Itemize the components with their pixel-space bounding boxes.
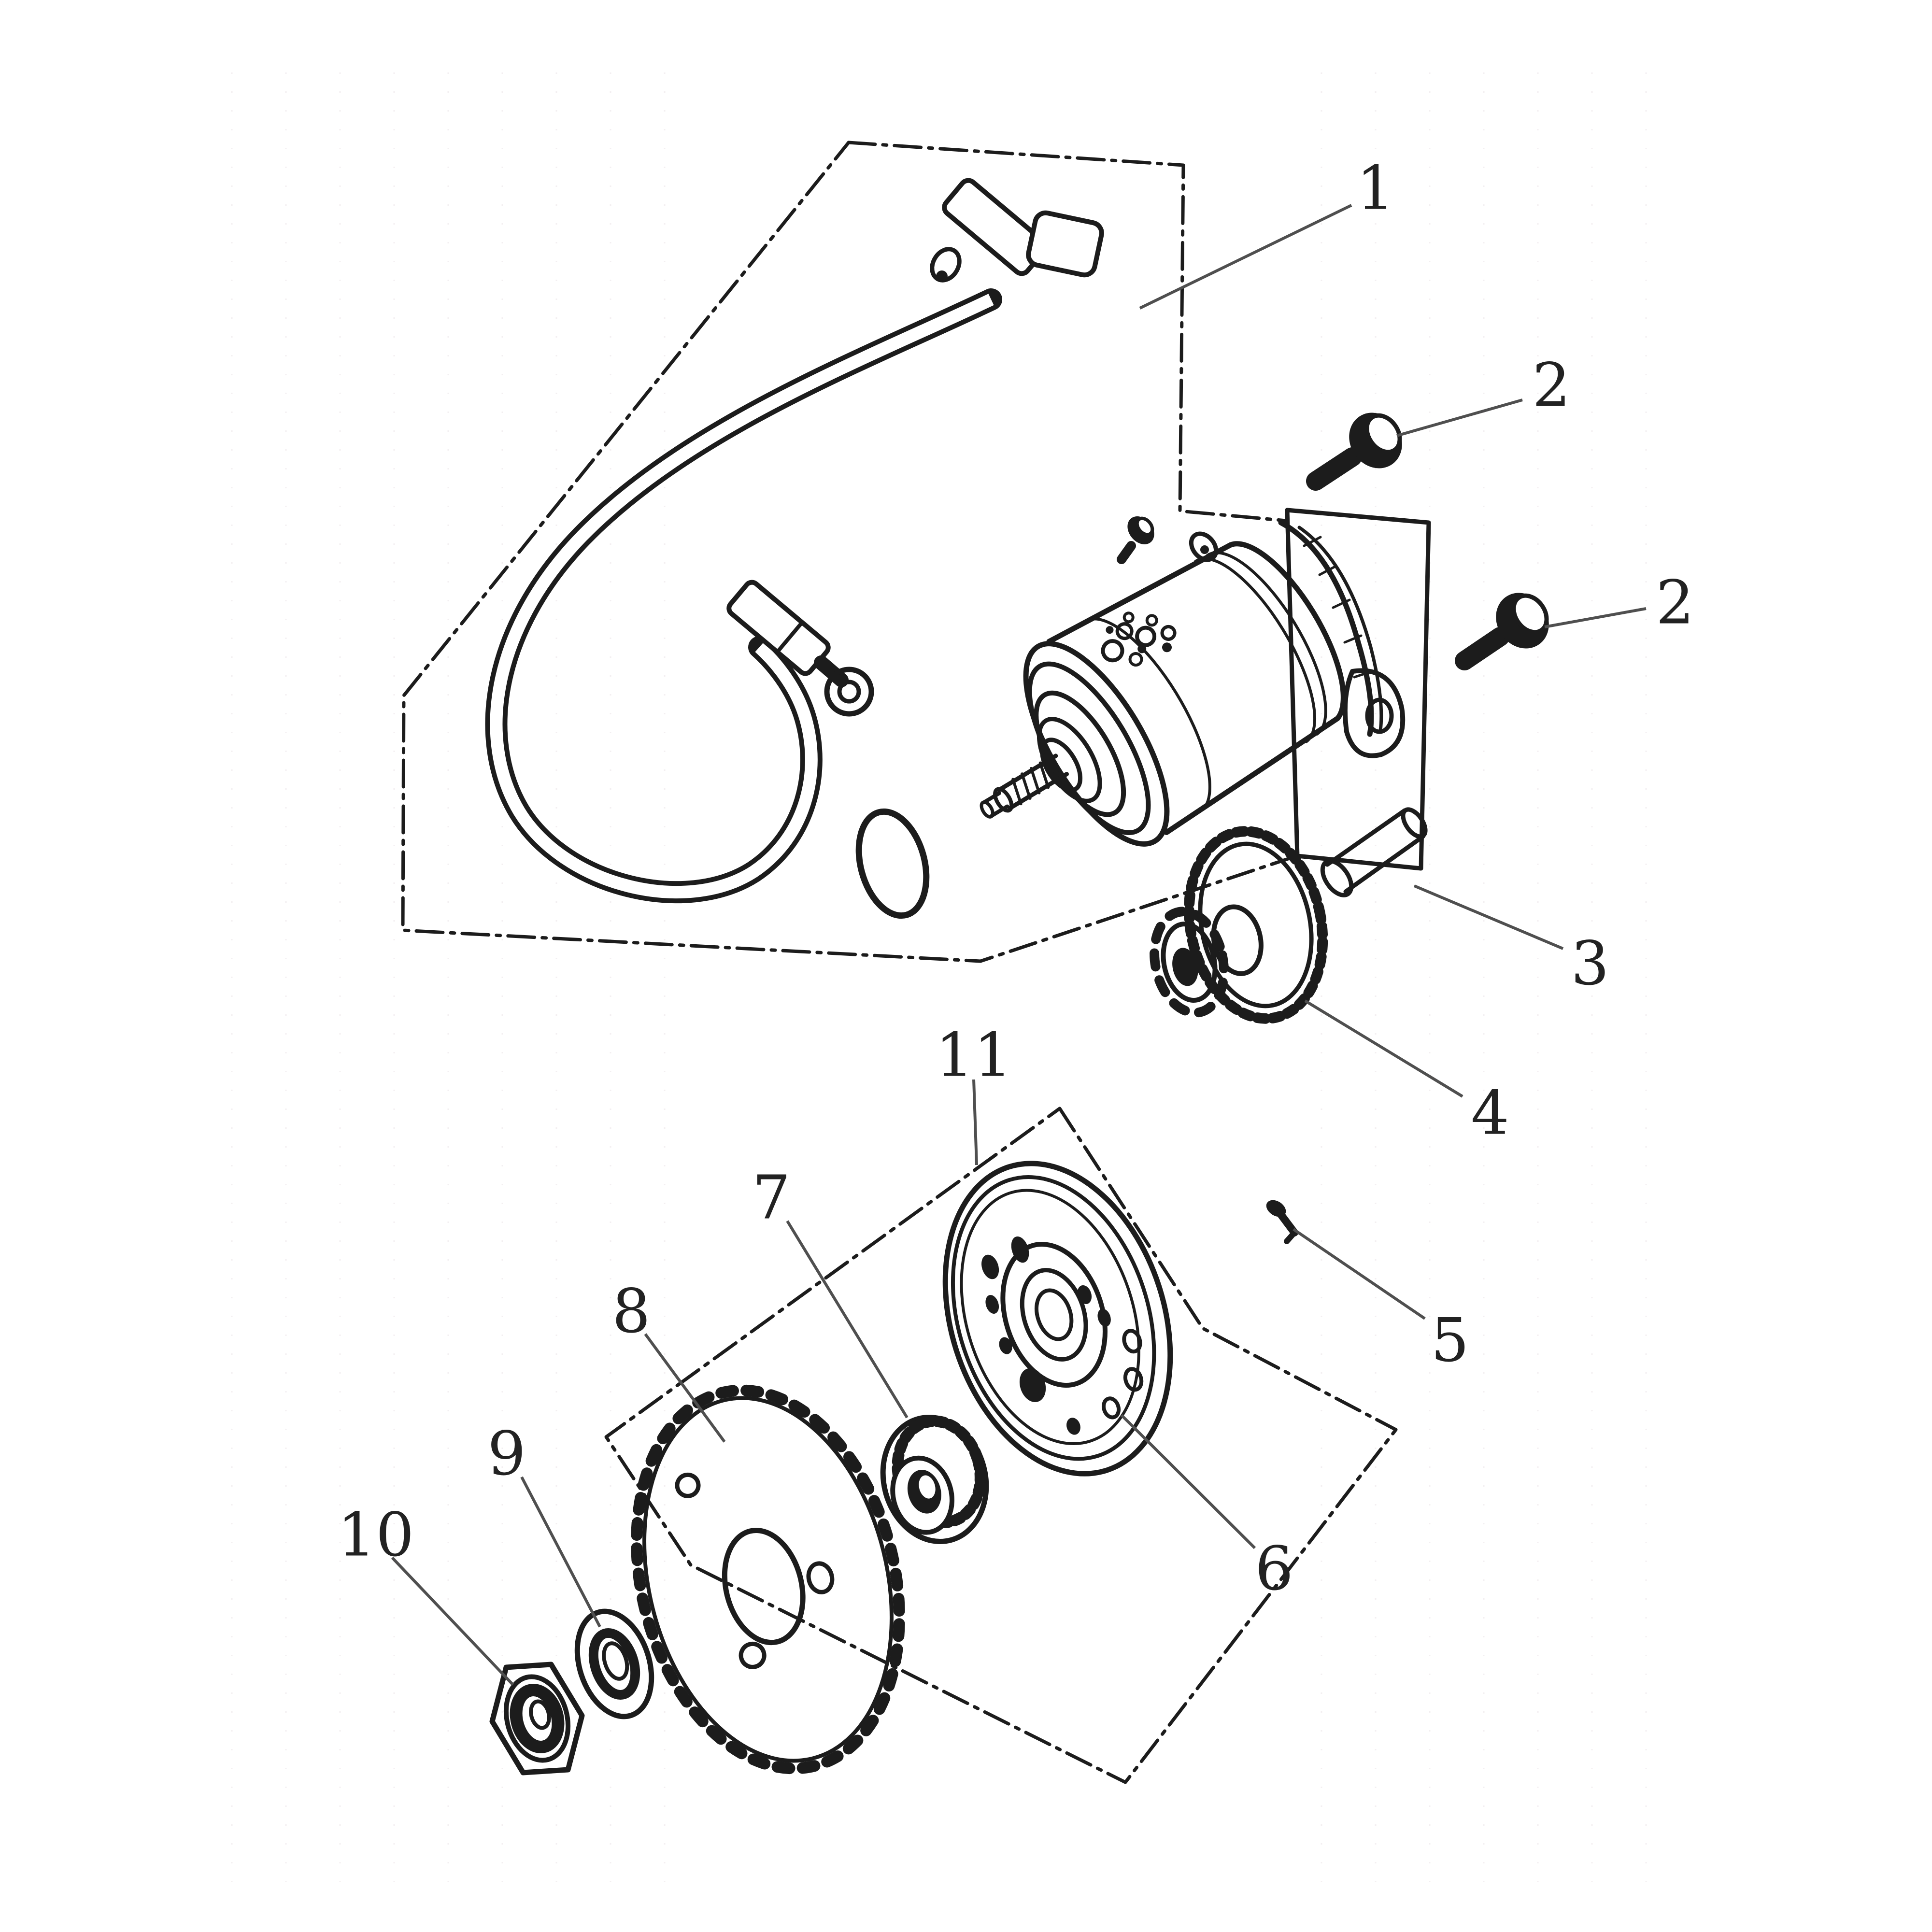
callout-labels: 1 2 2 3 4 5 6 7 8 9 10 11 [337, 154, 1694, 1604]
callout-4: 4 [1471, 1079, 1509, 1149]
starter-cable [485, 178, 1104, 904]
washer [574, 1608, 654, 1719]
clutch-group-boundary [604, 1107, 1398, 1784]
callout-8: 8 [612, 1277, 651, 1347]
clutch-housing-holes [981, 1236, 1144, 1435]
callout-2b: 2 [1656, 568, 1694, 638]
cable-upper-boot [930, 178, 1104, 283]
starter-motor [980, 516, 1406, 847]
callout-10: 10 [337, 1500, 414, 1570]
mounting-plate [1285, 508, 1431, 871]
driven-sprocket [631, 1384, 905, 1775]
callout-3: 3 [1571, 929, 1609, 999]
idler-pinion [1150, 907, 1229, 1018]
set-screw [1266, 1200, 1298, 1244]
dowel-pin [1320, 807, 1428, 897]
cable-lower-terminal [726, 580, 874, 717]
hex-nut [489, 1662, 585, 1776]
callout-1: 1 [1356, 154, 1395, 224]
starter-group-boundary [401, 141, 1299, 963]
clutch-housing [942, 1161, 1173, 1477]
o-ring [855, 808, 930, 919]
motor-shaft [980, 753, 1069, 819]
motor-mounting-ear [1342, 668, 1406, 758]
flange-bolt-lower [1455, 593, 1549, 670]
motor-bracket-strap [1278, 520, 1383, 737]
motor-brush-detail [1101, 611, 1177, 667]
needle-bearing [880, 1415, 989, 1544]
idler-gear [1150, 826, 1328, 1024]
leader-lines [391, 204, 1647, 1686]
flange-bolt-upper [1306, 412, 1402, 491]
callout-6: 6 [1255, 1534, 1293, 1604]
callout-9: 9 [487, 1419, 526, 1489]
callout-2a: 2 [1532, 351, 1571, 421]
callout-5: 5 [1431, 1306, 1469, 1376]
callout-11: 11 [935, 1021, 1012, 1091]
background-texture [231, 72, 1647, 1884]
callout-7: 7 [752, 1163, 791, 1233]
motor-terminal-screws [1117, 516, 1219, 564]
